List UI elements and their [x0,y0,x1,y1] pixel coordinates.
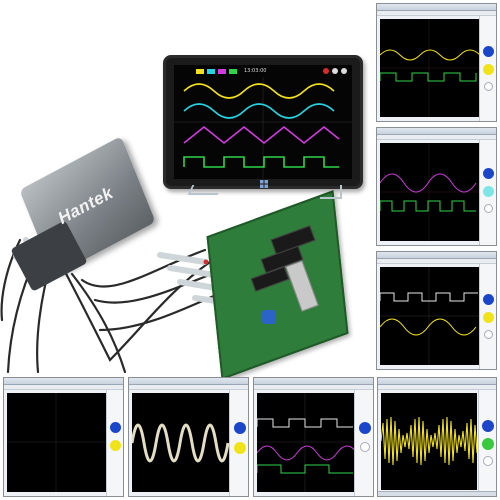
yellow-knob-icon[interactable] [483,64,494,75]
window-titlebar [378,378,496,385]
waveform-trace [381,416,477,466]
yellow-knob-icon[interactable] [234,442,246,454]
tablet-toolbar: 13:03:00 [174,65,352,77]
white-knob-icon[interactable] [484,330,493,339]
control-panel [479,140,496,245]
window-titlebar [4,378,123,385]
thumb-bottom-2[interactable] [128,377,249,497]
tablet-stand [320,185,342,199]
waveform-trace [380,19,479,117]
tablet-time: 13:03:00 [244,68,267,74]
window-toolbar [378,385,496,390]
tablet-screen: 13:03:00 [174,65,352,179]
scope-screen [132,393,229,492]
trimmer-knob [262,310,276,324]
window-toolbar [377,259,496,264]
thumb-right-2[interactable] [376,127,497,246]
scope-screen [257,393,354,492]
control-panel [479,264,496,369]
yellow-knob-icon[interactable] [483,312,494,323]
control-panel [229,390,248,496]
waveform-trace [380,267,479,365]
white-knob-icon[interactable] [360,442,370,452]
blue-knob-icon[interactable] [483,46,494,57]
scope-screen [380,143,479,241]
waveform-trace [380,143,479,241]
thumb-right-3[interactable] [376,251,497,370]
ch3-chip[interactable] [218,68,226,74]
windows-logo-icon [260,180,268,188]
control-panel [354,390,373,496]
scope-screen [7,393,106,492]
ch2-chip[interactable] [207,68,215,74]
thumb-right-1[interactable] [376,3,497,122]
white-knob-icon[interactable] [484,204,493,213]
thumb-bottom-3[interactable] [253,377,374,497]
thumb-bottom-4[interactable] [377,377,497,497]
window-titlebar [377,128,496,135]
green-knob-icon[interactable] [482,438,494,450]
window-toolbar [377,135,496,140]
control-panel [106,390,123,496]
window-toolbar [4,385,123,390]
blue-knob-icon[interactable] [110,422,121,433]
product-photo: Hantek 13:03:00 [0,55,363,380]
window-toolbar [254,385,373,390]
window-toolbar [377,11,496,16]
window-titlebar [129,378,248,385]
tablet-stand [187,185,223,195]
tablet-waveforms [174,68,352,179]
window-toolbar [129,385,248,390]
blue-knob-icon[interactable] [234,422,246,434]
window-titlebar [377,4,496,11]
tablet-device: 13:03:00 [163,55,363,189]
blue-knob-icon[interactable] [483,168,494,179]
control-panel [478,390,496,496]
white-knob-icon[interactable] [484,82,493,91]
blue-knob-icon[interactable] [482,420,494,432]
blue-knob-icon[interactable] [359,422,371,434]
scope-screen [380,267,479,365]
scope-screen [381,393,477,490]
window-titlebar [377,252,496,259]
scope-screen [380,19,479,117]
status-bar [378,491,496,496]
white-knob-icon[interactable] [483,456,493,466]
ch4-chip[interactable] [229,68,237,74]
yellow-knob-icon[interactable] [110,440,121,451]
waveform-trace [132,423,229,463]
cyan-knob-icon[interactable] [483,186,494,197]
control-panel [479,16,496,121]
blue-knob-icon[interactable] [483,294,494,305]
ch1-chip[interactable] [196,68,204,74]
waveform-trace [257,393,354,492]
window-titlebar [254,378,373,385]
thumb-bottom-1[interactable] [3,377,124,497]
waveform-grid [7,393,106,492]
